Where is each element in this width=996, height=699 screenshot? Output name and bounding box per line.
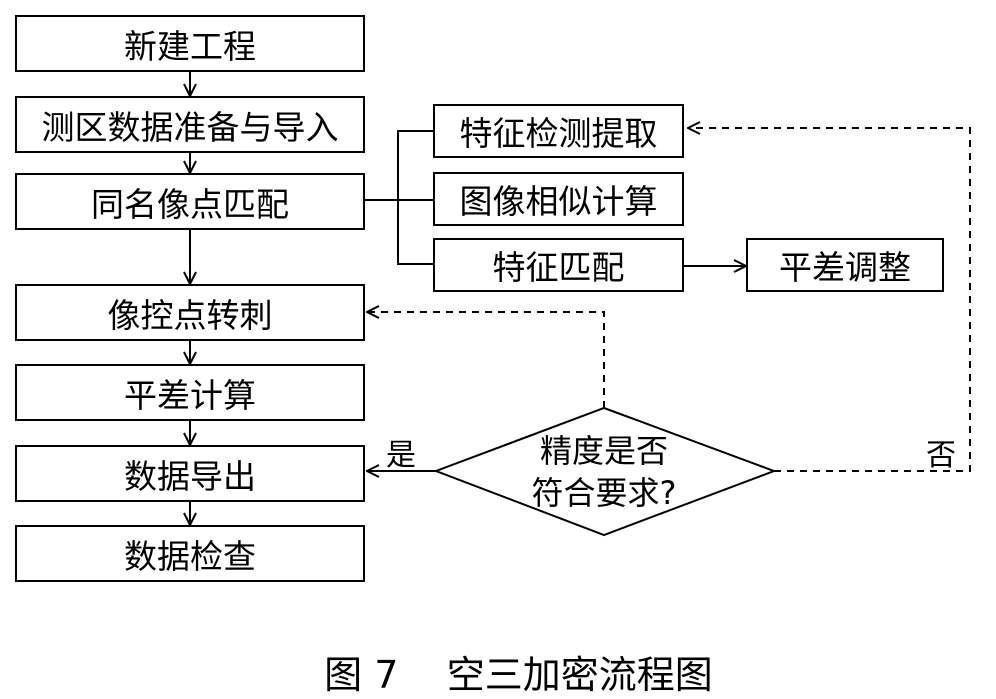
box-data-export: 数据导出 <box>15 445 365 502</box>
box-new-project: 新建工程 <box>15 15 365 72</box>
figure-title: 空三加密流程图 <box>446 653 713 697</box>
decision-diamond <box>433 406 777 537</box>
box-image-similarity: 图像相似计算 <box>433 172 684 226</box>
box-data-check: 数据检查 <box>15 525 365 582</box>
connector-bracket <box>397 130 433 265</box>
box-tie-point-matching: 同名像点匹配 <box>15 173 365 230</box>
caption-gap <box>398 653 446 697</box>
arrow-no-to-feature-detection <box>688 128 971 472</box>
decision-line-1: 精度是否 <box>539 432 668 470</box>
decision-line-2: 符合要求? <box>531 474 677 512</box>
box-adjustment: 平差调整 <box>746 238 944 292</box>
arrow-decision-to-gcp <box>367 312 605 408</box>
no-label: 否 <box>926 438 956 473</box>
box-adjustment-calc: 平差计算 <box>15 364 365 421</box>
box-data-prep-import: 测区数据准备与导入 <box>15 96 365 153</box>
box-feature-matching: 特征匹配 <box>433 238 684 292</box>
figure-caption: 图 7 空三加密流程图 <box>300 600 713 699</box>
box-gcp-transfer: 像控点转刺 <box>15 284 365 341</box>
flowchart-connectors <box>0 72 971 537</box>
yes-label: 是 <box>386 438 416 473</box>
figure-number: 图 7 <box>324 653 399 697</box>
decision-text: 精度是否 符合要求? <box>514 430 694 514</box>
box-feature-detection: 特征检测提取 <box>433 104 684 158</box>
